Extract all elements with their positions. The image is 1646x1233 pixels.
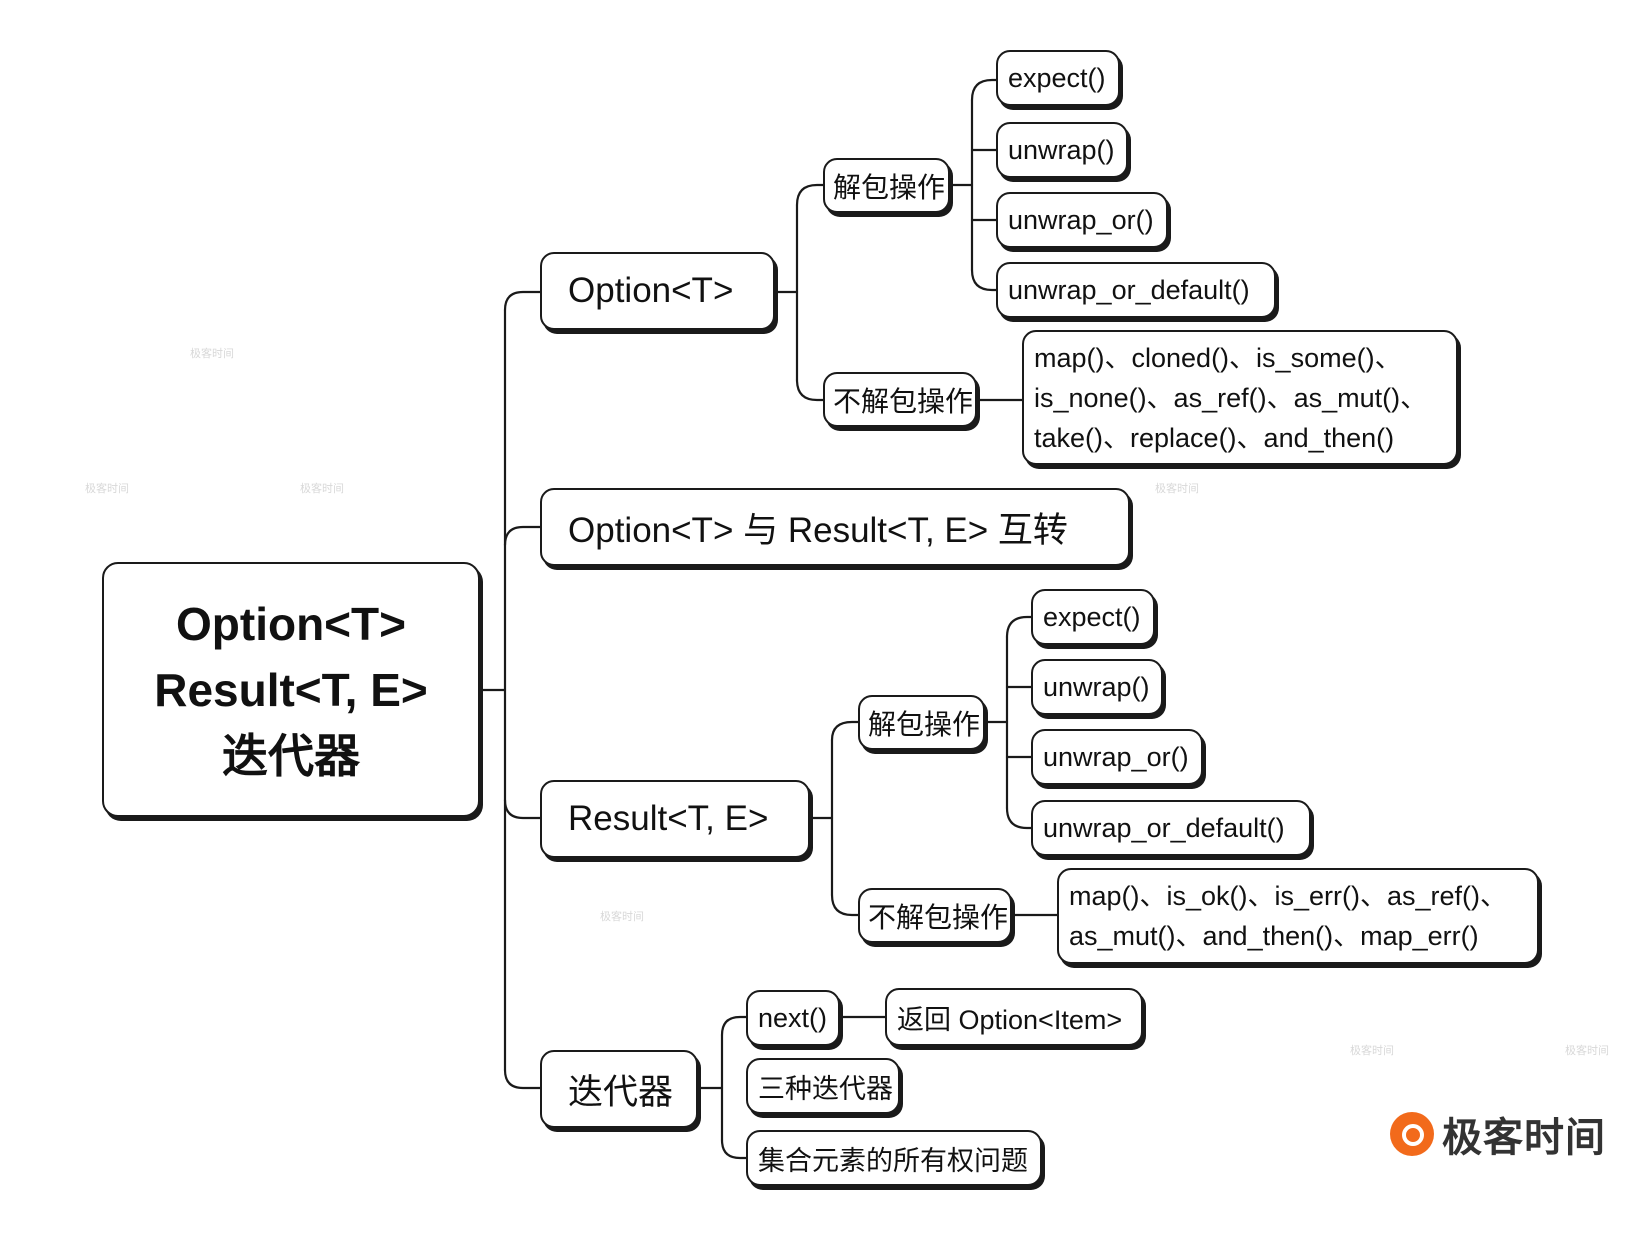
result-methods-line-1: map()、is_ok()、is_err()、as_ref()、 [1069, 881, 1508, 911]
node-result-unwrap-or: unwrap_or() [1031, 729, 1203, 785]
node-option-result-conversion: Option<T> 与 Result<T, E> 互转 [540, 488, 1130, 566]
brand-logo-text: 极客时间 [1442, 1116, 1606, 1160]
watermark: 极客时间 [300, 483, 344, 495]
node-iterator-next: next() [746, 990, 840, 1046]
watermark: 极客时间 [190, 348, 234, 360]
watermark: 极客时间 [85, 483, 129, 495]
option-methods-line-3: take()、replace()、and_then() [1034, 422, 1395, 453]
node-option-unwrap-or: unwrap_or() [996, 192, 1168, 248]
root-line-1: Option<T> [176, 597, 406, 650]
option-methods-line-2: is_none()、as_ref()、as_mut()、 [1034, 382, 1428, 413]
node-option-non-unwrap-methods: map()、cloned()、is_some()、 is_none()、as_r… [1022, 330, 1458, 465]
option-methods-line-1: map()、cloned()、is_some()、 [1034, 342, 1402, 373]
watermark: 极客时间 [1155, 483, 1199, 495]
node-result-unwrap-or-default: unwrap_or_default() [1031, 800, 1311, 856]
node-iterator-ownership: 集合元素的所有权问题 [746, 1130, 1042, 1186]
connector [795, 378, 825, 402]
node-option-expect: expect() [996, 50, 1120, 106]
node-result: Result<T, E> [540, 780, 810, 858]
connector [1005, 615, 1033, 639]
connector [503, 798, 542, 820]
brand-logo: 极客时间 [1390, 1105, 1606, 1163]
node-iterator: 迭代器 [540, 1050, 698, 1128]
connector [720, 1138, 748, 1160]
watermark: 极客时间 [1350, 1045, 1394, 1057]
connector [795, 183, 825, 207]
watermark: 极客时间 [600, 911, 644, 923]
node-option-unwrap: unwrap() [996, 122, 1128, 178]
node-result-unwrap-ops: 解包操作 [858, 695, 985, 750]
node-result-unwrap: unwrap() [1031, 659, 1163, 715]
brand-logo-icon [1390, 1112, 1434, 1156]
connector [503, 1068, 542, 1090]
connector [503, 525, 542, 547]
watermark: 极客时间 [1565, 1045, 1609, 1057]
node-option-unwrap-ops: 解包操作 [823, 158, 950, 213]
root-line-3: 迭代器 [222, 729, 360, 782]
node-result-non-unwrap-ops: 不解包操作 [858, 888, 1012, 943]
result-methods-line-2: as_mut()、and_then()、map_err() [1069, 921, 1479, 951]
node-option-non-unwrap-ops: 不解包操作 [823, 372, 977, 427]
connector [970, 78, 998, 102]
node-option-unwrap-or-default: unwrap_or_default() [996, 262, 1276, 318]
node-result-expect: expect() [1031, 589, 1155, 645]
node-iterator-three-kinds: 三种迭代器 [746, 1058, 900, 1114]
root-node: Option<T> Result<T, E> 迭代器 [102, 562, 480, 817]
connector [1005, 806, 1033, 830]
root-line-2: Result<T, E> [154, 663, 428, 716]
connector [830, 893, 860, 917]
connector [970, 268, 998, 292]
node-result-non-unwrap-methods: map()、is_ok()、is_err()、as_ref()、 as_mut(… [1057, 868, 1539, 964]
connector [503, 290, 542, 312]
node-option: Option<T> [540, 252, 775, 330]
connector [720, 1015, 748, 1037]
connector [830, 720, 860, 742]
node-iterator-next-returns: 返回 Option<Item> [885, 988, 1143, 1046]
